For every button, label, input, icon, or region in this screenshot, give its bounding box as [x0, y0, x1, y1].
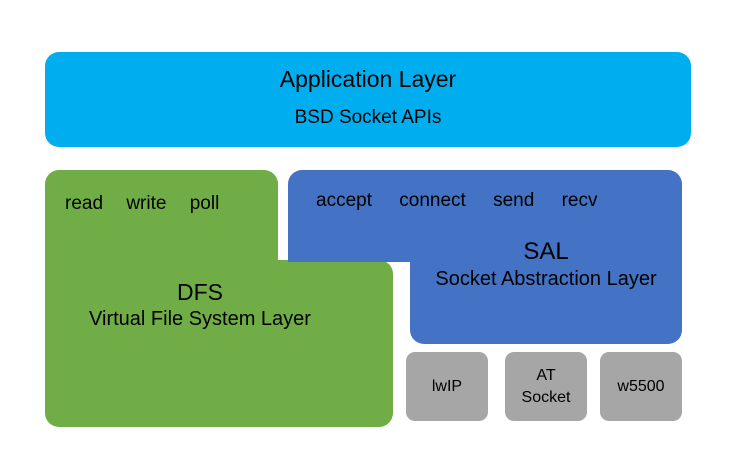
dfs-layer-block [45, 170, 393, 427]
driver-box-lwip: lwIP [406, 352, 488, 421]
driver-box-w5500: w5500 [600, 352, 682, 421]
application-layer-block [45, 52, 691, 147]
sal-block-lower-segment [410, 232, 682, 344]
driver-box-at-socket: AT Socket [505, 352, 587, 421]
driver-box-w5500-label: w5500 [617, 376, 664, 398]
driver-lwip-line1: lwIP [431, 377, 463, 395]
sal-layer-block [288, 170, 682, 344]
driver-w5500-line1: w5500 [617, 377, 665, 395]
driver-box-at-socket-label: AT Socket [522, 365, 571, 408]
driver-at-socket-line2: Socket [521, 388, 571, 406]
driver-at-socket-line1: AT [536, 366, 556, 384]
dfs-block-lower-segment [45, 260, 393, 427]
driver-box-lwip-label: lwIP [432, 376, 462, 398]
